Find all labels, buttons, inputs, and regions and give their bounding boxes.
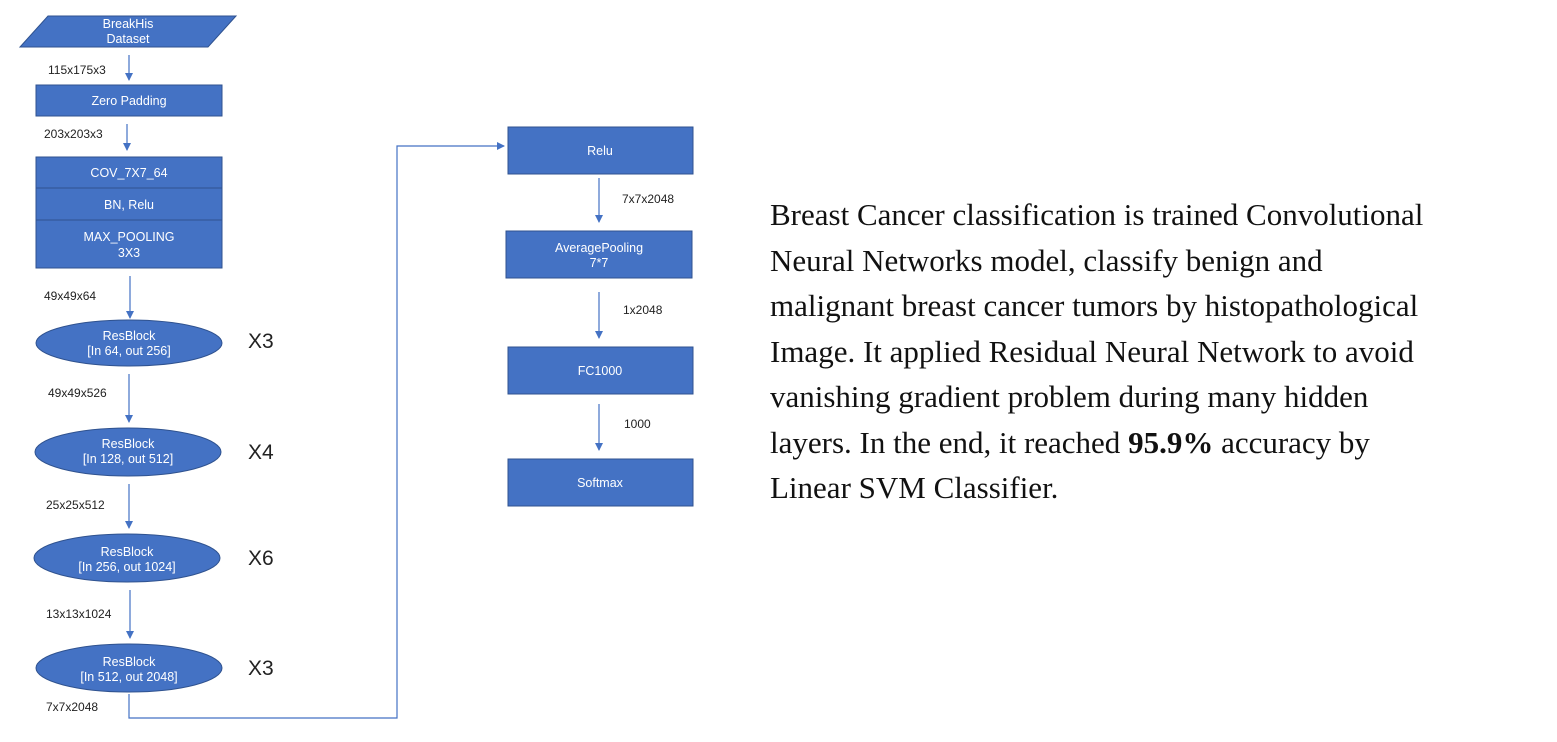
dim-label: 25x25x512: [46, 498, 105, 512]
softmax-node: Softmax: [507, 458, 694, 507]
resblock-node: ResBlock [In 512, out 2048]: [35, 643, 223, 693]
repeat-count: X6: [248, 547, 274, 570]
resblock-io: [In 128, out 512]: [83, 452, 173, 466]
description-line: layers. In the end, it reached 95.9% acc…: [770, 420, 1540, 466]
dim-label: 49x49x64: [44, 289, 96, 303]
resblock-node: ResBlock [In 128, out 512]: [34, 427, 222, 477]
zero-padding-node: Zero Padding: [35, 84, 223, 117]
resblock-title: ResBlock: [102, 437, 156, 451]
dataset-node: BreakHis Dataset: [18, 15, 238, 48]
resblock-title: ResBlock: [101, 545, 155, 559]
average-pooling-label-line2: 7*7: [590, 256, 609, 270]
description-text: layers. In the end, it reached: [770, 424, 1129, 460]
description-line: Breast Cancer classification is trained …: [770, 197, 1424, 232]
resblock-node: ResBlock [In 64, out 256]: [35, 319, 223, 367]
edge-resblock4-to-relu: [128, 142, 505, 719]
relu-node: Relu: [507, 126, 694, 175]
fc1000-label: FC1000: [578, 364, 623, 378]
fc1000-node: FC1000: [507, 346, 694, 395]
description-text: accuracy by: [1213, 424, 1370, 460]
dim-label: 13x13x1024: [46, 607, 112, 621]
conv-stack: COV_7X7_64 BN, Relu MAX_POOLING 3X3: [35, 156, 223, 269]
relu-label: Relu: [587, 144, 613, 158]
resblock-title: ResBlock: [103, 329, 157, 343]
description-line: Image. It applied Residual Neural Networ…: [770, 333, 1414, 369]
repeat-count: X4: [248, 441, 274, 464]
dataset-label-line1: BreakHis: [103, 17, 154, 31]
resblock-io: [In 256, out 1024]: [78, 560, 175, 574]
repeat-count: X3: [248, 657, 274, 680]
description-paragraph: Breast Cancer classification is trained …: [770, 192, 1540, 511]
description-line: Neural Networks model, classify benign a…: [770, 242, 1323, 278]
max-pooling-block: [35, 219, 223, 269]
accuracy-value: 95.9%: [1128, 424, 1214, 460]
dataset-label-line2: Dataset: [106, 32, 150, 46]
max-pooling-label-line1: MAX_POOLING: [84, 230, 175, 244]
resblock-title: ResBlock: [103, 655, 157, 669]
description-line: Linear SVM Classifier.: [770, 470, 1059, 505]
resblock-io: [In 64, out 256]: [87, 344, 170, 358]
softmax-label: Softmax: [577, 476, 624, 490]
average-pooling-node: AveragePooling 7*7: [505, 230, 693, 279]
description-line: malignant breast cancer tumors by histop…: [770, 288, 1419, 323]
zero-padding-label: Zero Padding: [91, 94, 166, 108]
dim-label: 115x175x3: [48, 63, 106, 77]
conv-label: COV_7X7_64: [90, 166, 167, 180]
resblock-node: ResBlock [In 256, out 1024]: [33, 533, 221, 583]
average-pooling-label-line1: AveragePooling: [555, 241, 643, 255]
dim-label: 1000: [624, 417, 651, 431]
description-line: vanishing gradient problem during many h…: [770, 379, 1369, 414]
dim-label: 7x7x2048: [622, 192, 674, 206]
dim-label: 203x203x3: [44, 127, 103, 141]
repeat-count: X3: [248, 330, 274, 353]
bn-relu-block: [35, 187, 223, 221]
dim-label: 7x7x2048: [46, 700, 98, 714]
bn-relu-label: BN, Relu: [104, 198, 154, 212]
dim-label: 49x49x526: [48, 386, 107, 400]
resblock-io: [In 512, out 2048]: [80, 670, 177, 684]
max-pooling-label-line2: 3X3: [118, 246, 140, 260]
dim-label: 1x2048: [623, 303, 663, 317]
